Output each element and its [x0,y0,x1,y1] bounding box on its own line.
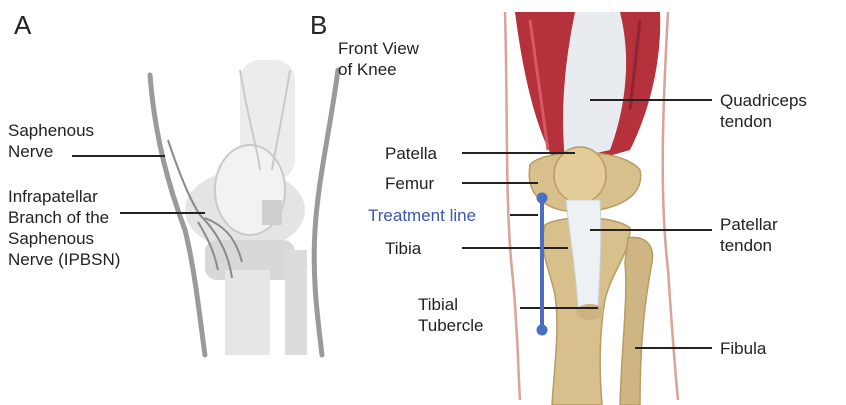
panel-a-knee-sketch [150,60,338,355]
label-treatment-line: Treatment line [368,205,476,226]
panel-b-knee-anatomy [505,12,678,405]
label-patellar-tendon: Patellar tendon [720,214,778,256]
label-front-view-of-knee: Front View of Knee [338,38,419,80]
label-patella: Patella [385,143,437,164]
label-ipbsn: Infrapatellar Branch of the Saphenous Ne… [8,186,120,270]
label-saphenous-nerve: Saphenous Nerve [8,120,94,162]
label-quadriceps-tendon: Quadriceps tendon [720,90,807,132]
label-tibial-tubercle: Tibial Tubercle [418,294,484,336]
label-tibia: Tibia [385,238,421,259]
label-fibula: Fibula [720,338,766,359]
label-femur: Femur [385,173,434,194]
